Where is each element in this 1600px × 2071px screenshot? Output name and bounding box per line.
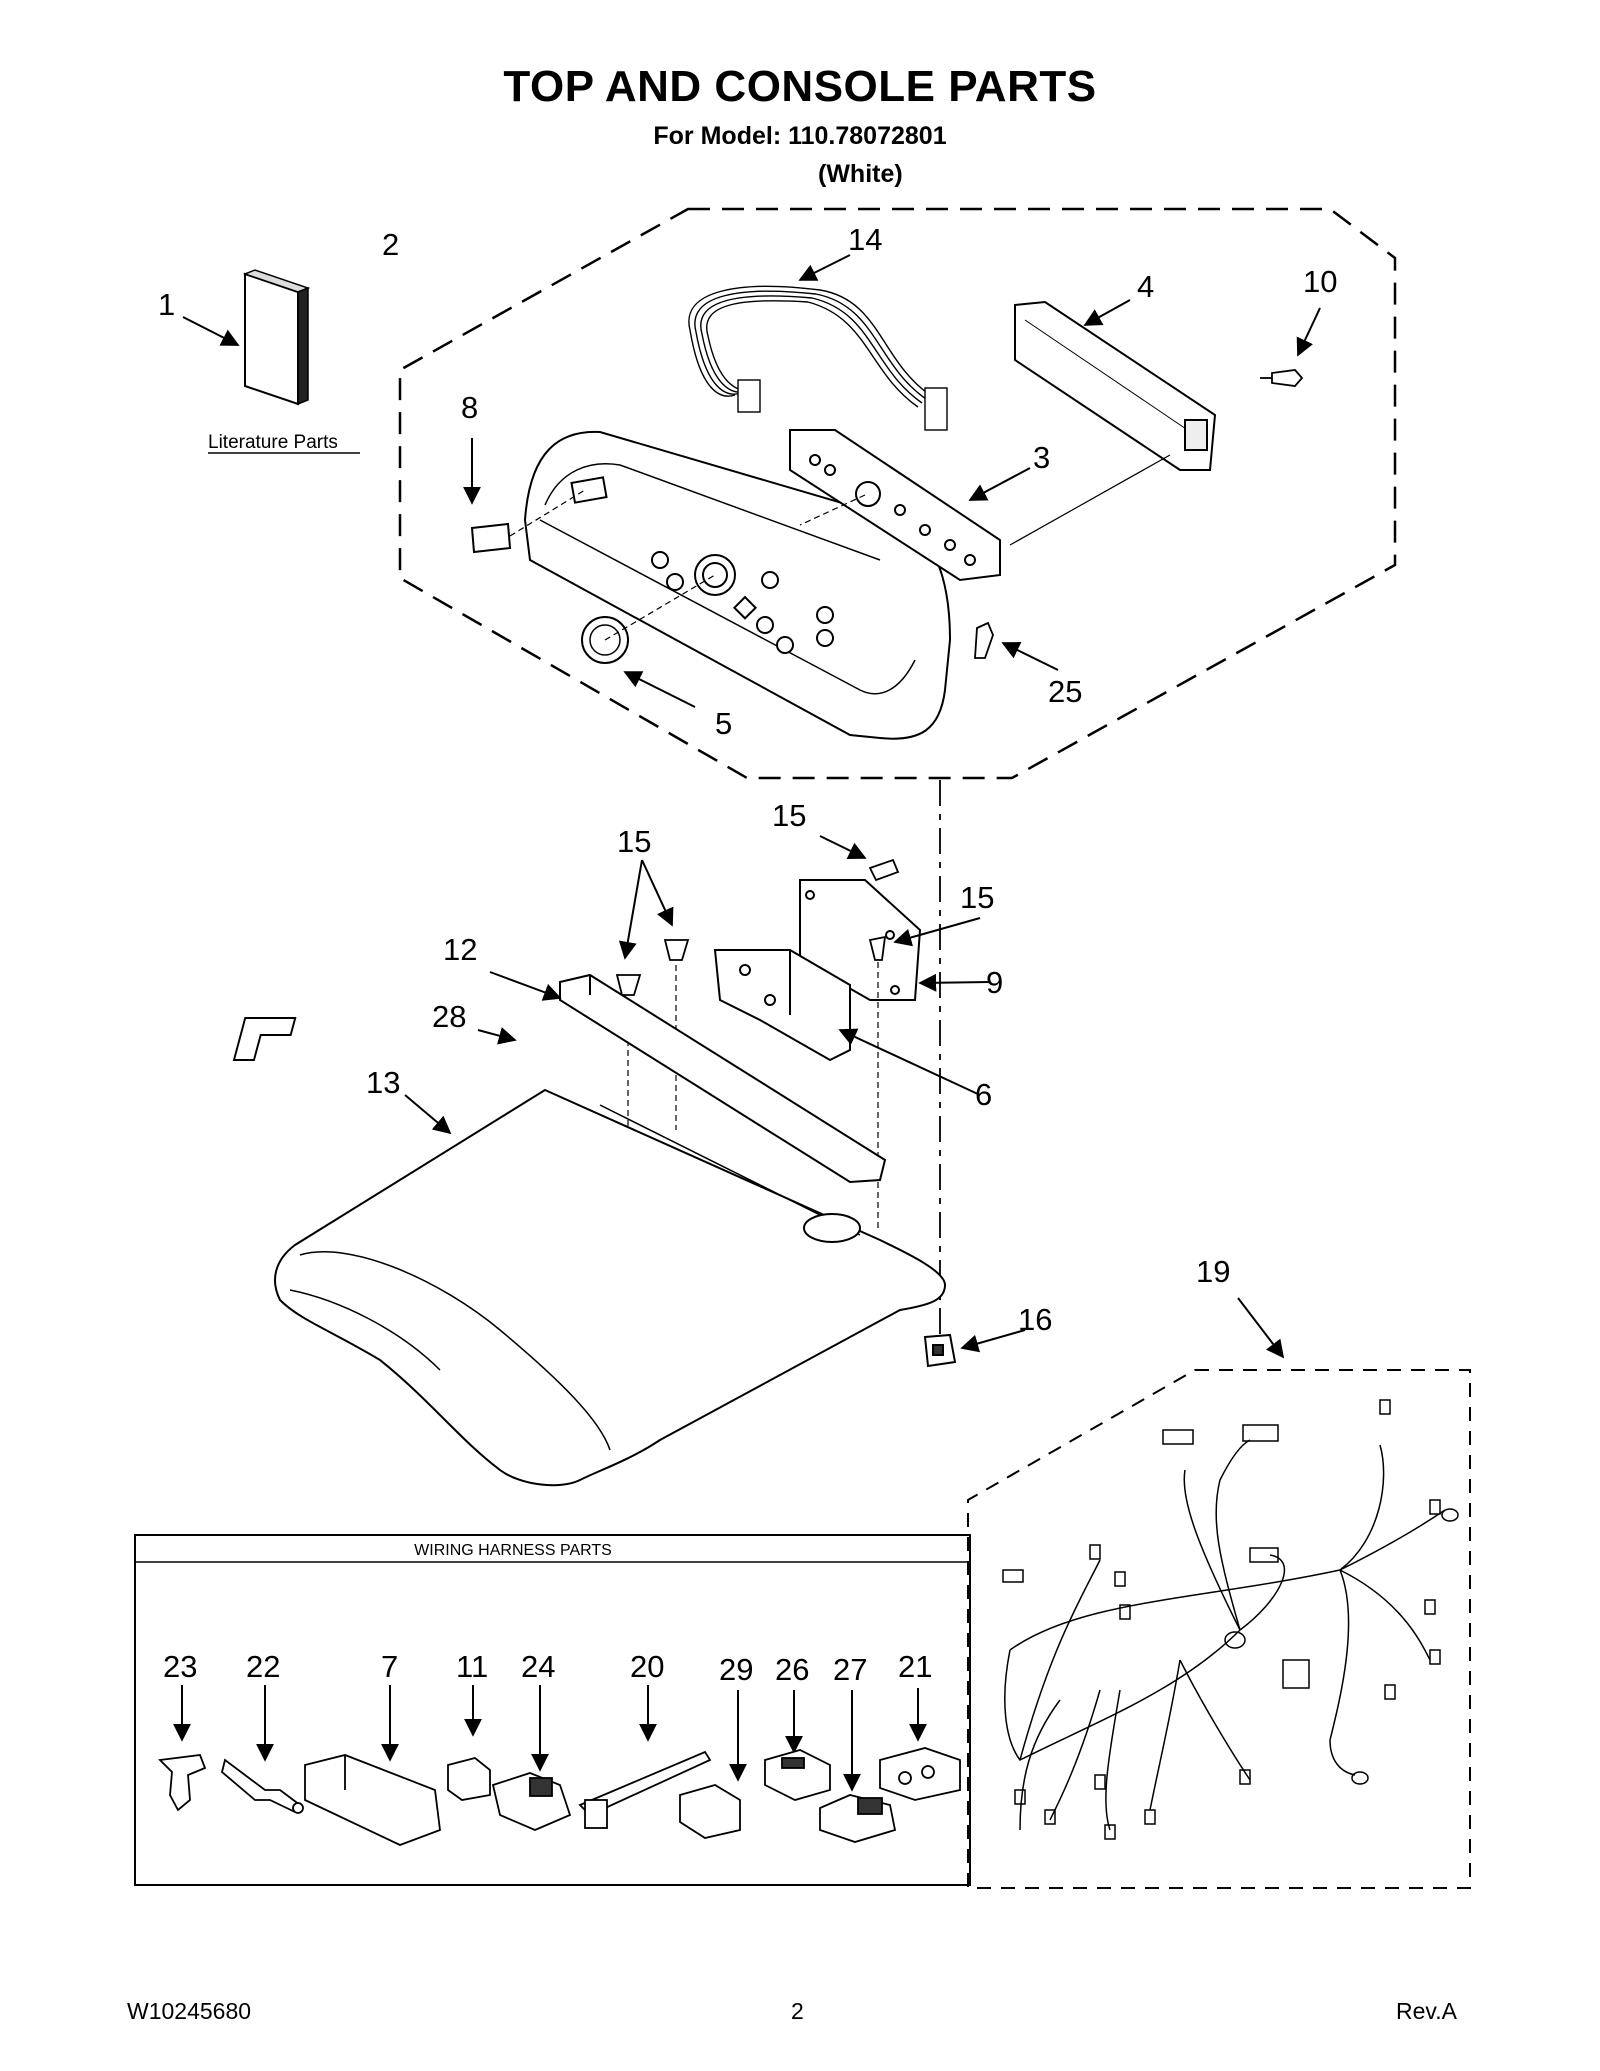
page-title: TOP AND CONSOLE PARTS (503, 62, 1097, 111)
model-line: For Model: 110.78072801 (653, 122, 947, 150)
callout-11: 11 (456, 1649, 488, 1684)
connector-26 (764, 1749, 831, 1801)
connector-24 (491, 1772, 572, 1831)
callout-5: 5 (715, 706, 732, 741)
callout-15-top: 15 (772, 798, 806, 833)
callout-19: 19 (1196, 1254, 1230, 1289)
callout-7: 7 (381, 1649, 398, 1684)
callout-12: 12 (443, 932, 477, 967)
connector-21 (879, 1747, 961, 1801)
screw-10 (1260, 369, 1304, 387)
callout-1: 1 (158, 287, 175, 322)
literature-label: Literature Parts (208, 432, 338, 453)
callout-13: 13 (366, 1065, 400, 1100)
connector-7 (304, 1754, 441, 1846)
foot-16 (923, 1333, 957, 1368)
callout-20: 20 (630, 1649, 664, 1684)
callout-6: 6 (975, 1077, 992, 1112)
callout-9: 9 (986, 965, 1003, 1000)
wire-harness-14 (688, 285, 948, 431)
clip-23 (158, 1754, 207, 1812)
back-plate-4 (1014, 300, 1217, 471)
bracket-28 (232, 1017, 297, 1061)
callout-15-pair: 15 (617, 824, 651, 859)
callout-24: 24 (521, 1649, 555, 1684)
wiring-harness-box: WIRING HARNESS PARTS (134, 1534, 971, 1886)
callout-8: 8 (461, 390, 478, 425)
wiring-box-title: WIRING HARNESS PARTS (414, 1542, 612, 1559)
terminal-22 (220, 1758, 304, 1814)
callout-25: 25 (1048, 674, 1082, 709)
callout-23: 23 (163, 1649, 197, 1684)
callout-28: 28 (432, 999, 466, 1034)
callout-16: 16 (1018, 1302, 1052, 1337)
doc-number: W10245680 (127, 1998, 252, 2024)
callout-4: 4 (1137, 269, 1154, 304)
console-assembly-boundary (398, 207, 1397, 780)
connector-29 (679, 1784, 741, 1839)
callout-29: 29 (719, 1652, 753, 1687)
callout-27: 27 (833, 1652, 867, 1687)
control-board-3 (789, 429, 1001, 582)
console-housing (523, 430, 952, 740)
callout-21: 21 (898, 1649, 932, 1684)
callout-26: 26 (775, 1652, 809, 1687)
dryer-top-13 (274, 1088, 947, 1487)
callout-3: 3 (1033, 440, 1050, 475)
callout-15-right: 15 (960, 880, 994, 915)
callout-22: 22 (246, 1649, 280, 1684)
literature-part (242, 269, 311, 406)
page-number: 2 (791, 1998, 804, 2024)
color-line: (White) (818, 160, 903, 188)
connector-27 (819, 1794, 897, 1843)
decal-8 (470, 522, 512, 554)
callout-2: 2 (382, 227, 399, 262)
screw-15-top (868, 858, 900, 882)
screw-15-right (868, 935, 887, 961)
main-harness-19 (1002, 1399, 1459, 1840)
tie-strap-20 (578, 1750, 712, 1829)
callout-10: 10 (1303, 264, 1337, 299)
main-harness-boundary (967, 1369, 1471, 1889)
connector-11 (447, 1757, 491, 1801)
timer-module-6 (713, 949, 851, 1062)
callout-14: 14 (848, 222, 882, 257)
revision: Rev.A (1396, 1998, 1457, 2024)
screws-15-pair (615, 939, 690, 996)
screw-25 (974, 621, 994, 659)
